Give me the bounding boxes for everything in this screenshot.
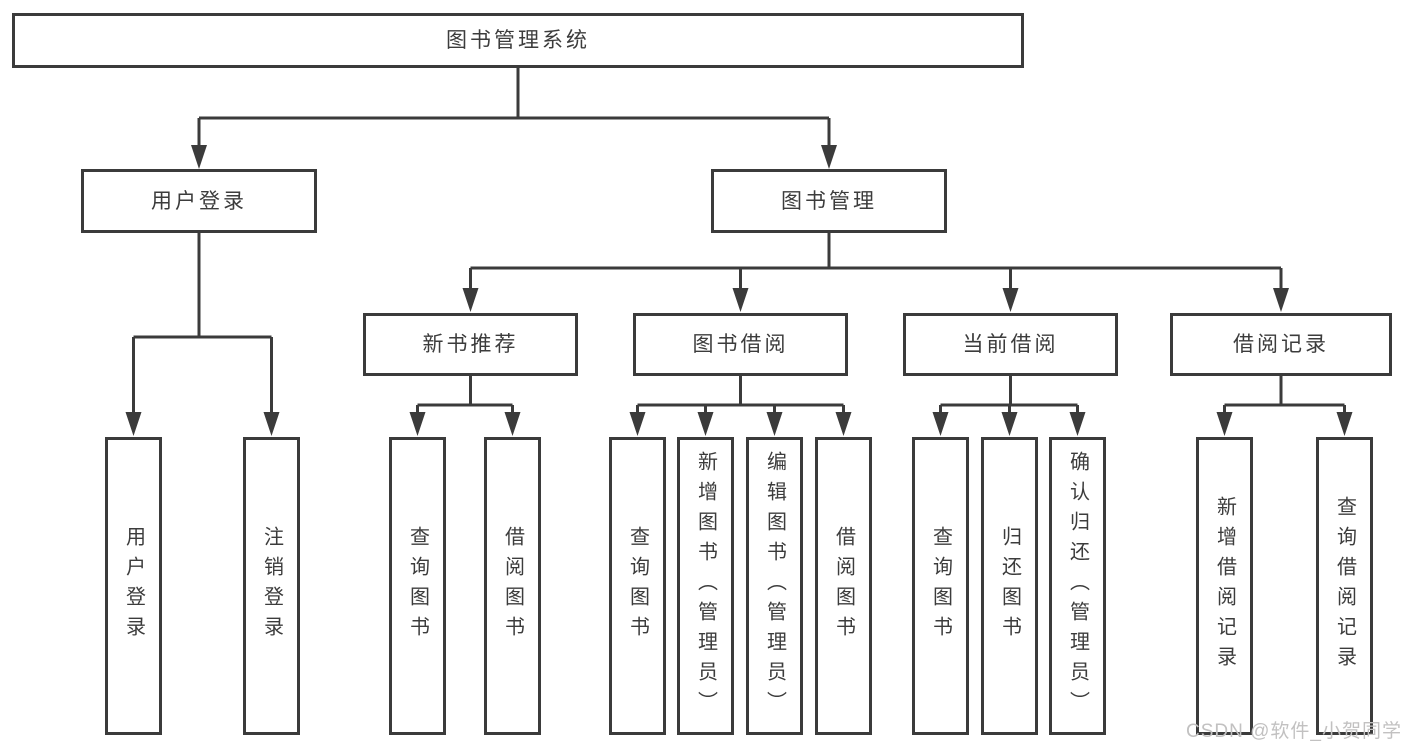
leaf-query-books-borrow: 查询图书	[609, 437, 666, 735]
node-label: 新书推荐	[422, 333, 519, 356]
node-new-book-recommend: 新书推荐	[363, 313, 578, 376]
node-label: 当前借阅	[962, 333, 1059, 356]
leaf-borrow-books: 借阅图书	[815, 437, 872, 735]
node-library-management-system: 图书管理系统	[12, 13, 1024, 68]
leaf-query-books-recommend: 查询图书	[389, 437, 446, 735]
leaf-label: 查询图书	[406, 526, 429, 646]
leaf-label: 借阅图书	[501, 526, 524, 646]
node-label: 图书管理系统	[446, 29, 590, 52]
leaf-label: 查询借阅记录	[1333, 496, 1356, 676]
leaf-label: 查询图书	[626, 526, 649, 646]
leaf-confirm-return-admin: 确认归还（管理员）	[1049, 437, 1106, 735]
leaf-logout-login: 注销登录	[243, 437, 300, 735]
leaf-return-books: 归还图书	[981, 437, 1038, 735]
leaf-label: 编辑图书（管理员）	[763, 451, 786, 721]
leaf-user-login: 用户登录	[105, 437, 162, 735]
leaf-add-borrow-record: 新增借阅记录	[1196, 437, 1253, 735]
leaf-label: 新增图书（管理员）	[694, 451, 717, 721]
node-label: 图书管理	[781, 189, 877, 213]
leaf-edit-books-admin: 编辑图书（管理员）	[746, 437, 803, 735]
node-label: 用户登录	[151, 189, 247, 213]
node-book-management-branch: 图书管理	[711, 169, 947, 233]
node-borrow-records: 借阅记录	[1170, 313, 1392, 376]
leaf-label: 查询图书	[929, 526, 952, 646]
node-current-borrow: 当前借阅	[903, 313, 1118, 376]
node-label: 借阅记录	[1233, 333, 1329, 356]
node-label: 图书借阅	[692, 333, 789, 356]
leaf-label: 归还图书	[998, 526, 1021, 646]
leaf-label: 用户登录	[122, 526, 145, 646]
leaf-label: 新增借阅记录	[1213, 496, 1236, 676]
node-user-login-branch: 用户登录	[81, 169, 317, 233]
node-book-borrow: 图书借阅	[633, 313, 848, 376]
leaf-add-books-admin: 新增图书（管理员）	[677, 437, 734, 735]
leaf-label: 确认归还（管理员）	[1066, 451, 1089, 721]
leaf-label: 借阅图书	[832, 526, 855, 646]
leaf-query-books-current: 查询图书	[912, 437, 969, 735]
csdn-watermark: CSDN @软件_小贺同学	[1186, 721, 1402, 742]
leaf-borrow-books-recommend: 借阅图书	[484, 437, 541, 735]
leaf-query-borrow-record: 查询借阅记录	[1316, 437, 1373, 735]
leaf-label: 注销登录	[260, 526, 283, 646]
